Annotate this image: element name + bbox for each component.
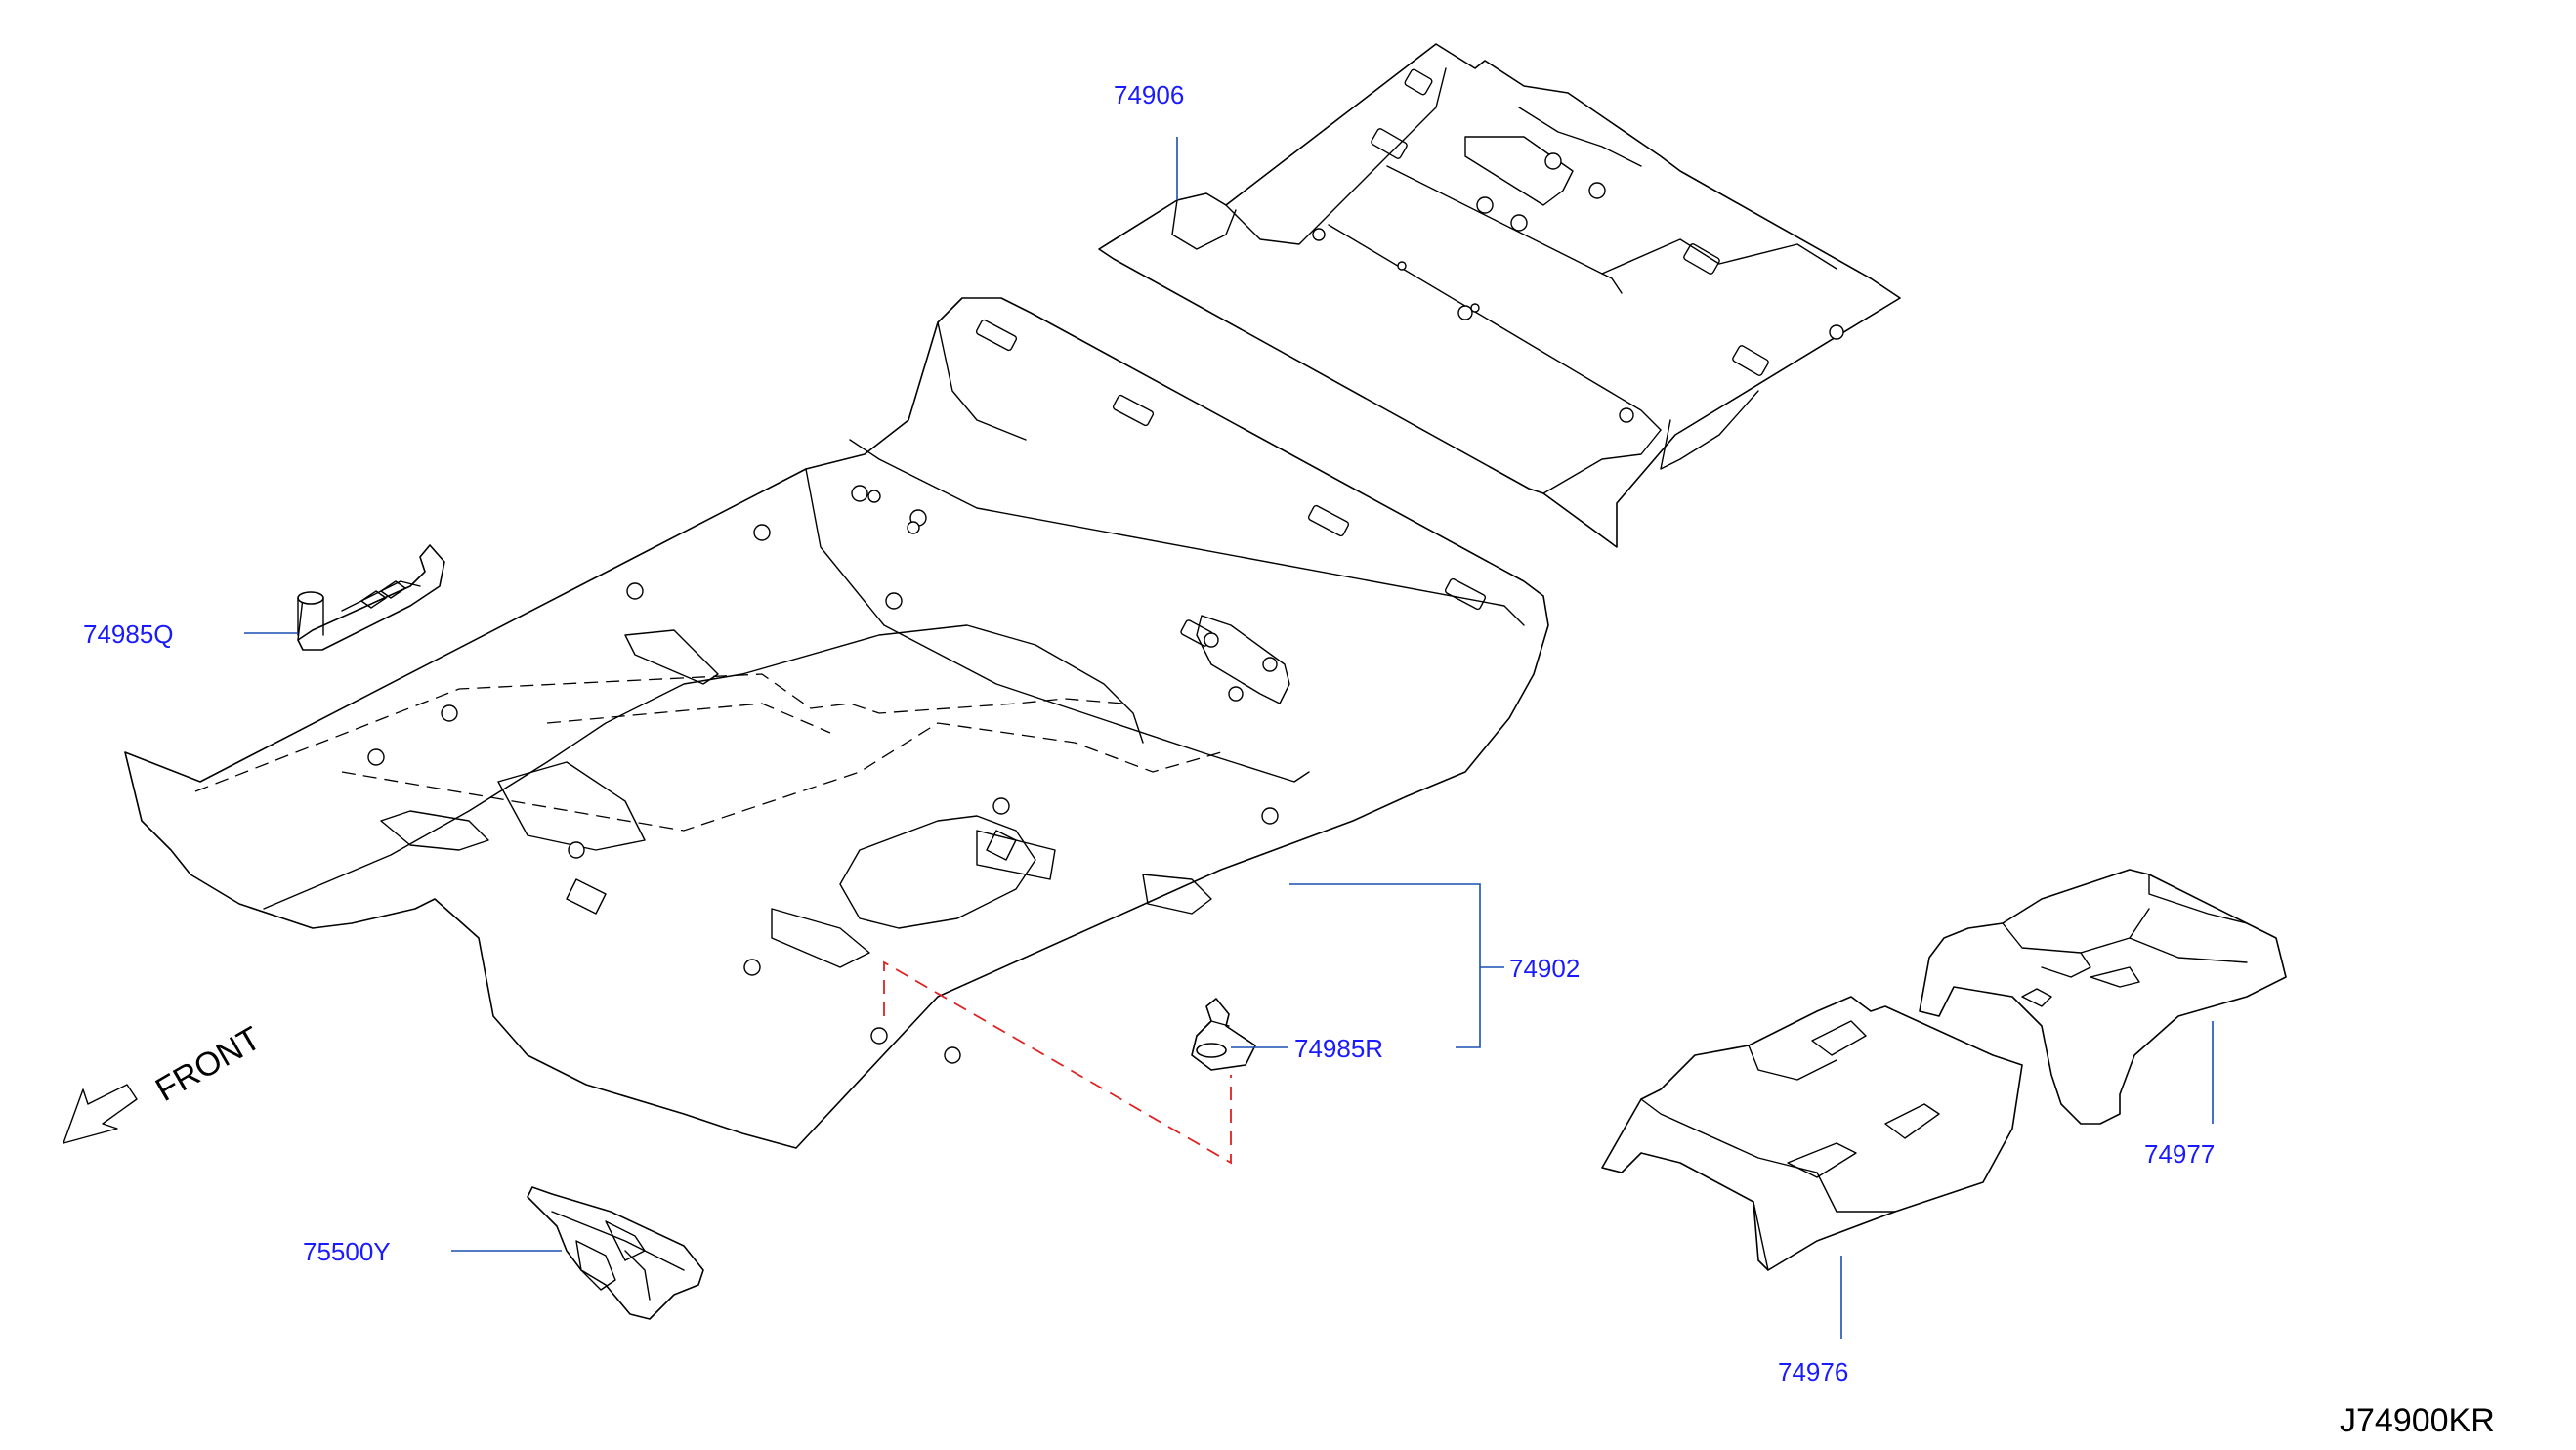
rear-floor-mat-drawing[interactable] <box>1098 43 1901 548</box>
front-insulator-drawing[interactable] <box>1601 996 2023 1271</box>
part-label-74977[interactable]: 74977 <box>2144 1139 2215 1169</box>
rear-insulator-drawing[interactable] <box>1919 869 2287 1125</box>
floor-clip-right-drawing[interactable] <box>1191 998 1256 1071</box>
part-label-74976[interactable]: 74976 <box>1778 1357 1848 1386</box>
part-label-74902[interactable]: 74902 <box>1509 954 1580 983</box>
front-floor-carpet-drawing[interactable] <box>124 297 1549 1149</box>
part-label-74985Q[interactable]: 74985Q <box>83 619 174 649</box>
floor-clip-left-drawing[interactable] <box>297 544 445 651</box>
leader-74902 <box>1289 883 1504 1048</box>
front-indicator: FRONT <box>63 1019 267 1144</box>
diagram-code: J74900KR <box>2340 1402 2495 1439</box>
front-arrow-icon <box>63 1084 138 1144</box>
part-label-75500Y[interactable]: 75500Y <box>303 1237 391 1266</box>
front-label: FRONT <box>149 1019 267 1108</box>
clip-location-link <box>883 960 1232 1165</box>
part-label-74985R[interactable]: 74985R <box>1294 1034 1383 1063</box>
bracket-drawing[interactable] <box>527 1186 704 1320</box>
part-label-74906[interactable]: 74906 <box>1114 80 1184 109</box>
